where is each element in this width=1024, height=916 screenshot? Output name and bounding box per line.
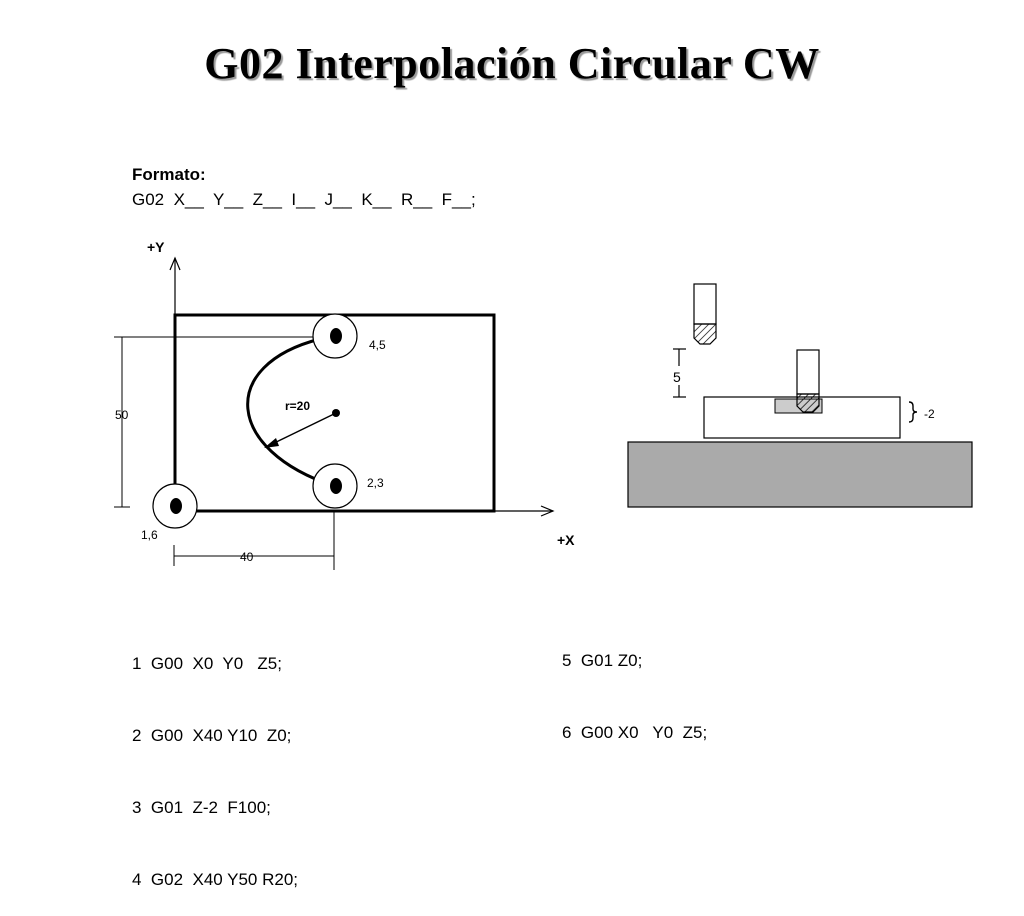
- tool-position-16: [152, 483, 198, 529]
- program-line: 1 G00 X0 Y0 Z5;: [132, 654, 282, 673]
- point-label-16: 1,6: [141, 528, 158, 542]
- x-axis-arrowhead: [540, 505, 555, 517]
- dim-50-label: 50: [115, 408, 129, 422]
- depth-brace: [908, 401, 918, 423]
- x-axis-label: +X: [557, 532, 575, 548]
- machine-table: [627, 441, 973, 508]
- cw-arc-path: [246, 337, 335, 488]
- program-line: 5 G01 Z0;: [562, 651, 643, 670]
- radius-label: r=20: [285, 399, 310, 413]
- format-label: Formato:: [132, 165, 206, 184]
- tool-raised: [693, 283, 717, 345]
- program-listing-right: 5 G01 Z0; 6 G00 X0 Y0 Z5;: [562, 601, 707, 769]
- program-line: 3 G01 Z-2 F100;: [132, 798, 271, 817]
- program-line: 4 G02 X40 Y50 R20;: [132, 870, 299, 889]
- tool-position-45: [312, 313, 358, 359]
- program-line: 2 G00 X40 Y10 Z0;: [132, 726, 292, 745]
- depth-label: -2: [924, 407, 935, 421]
- point-label-23: 2,3: [367, 476, 384, 490]
- program-line: 6 G00 X0 Y0 Z5;: [562, 723, 708, 742]
- dim-5-label: 5: [673, 369, 681, 385]
- dim-40-label: 40: [240, 550, 254, 564]
- format-syntax: G02 X__ Y__ Z__ I__ J__ K__ R__ F__;: [132, 190, 476, 209]
- radius-line: [265, 412, 337, 448]
- program-listing-left: 1 G00 X0 Y0 Z5; 2 G00 X40 Y10 Z0; 3 G01 …: [132, 604, 298, 916]
- y-axis-arrowhead: [169, 256, 181, 271]
- tool-position-23: [312, 463, 358, 509]
- tool-cutting: [796, 349, 820, 413]
- y-axis-label: +Y: [147, 239, 165, 255]
- diagram: +Y +X 50 40 r=20 4,5: [114, 239, 973, 570]
- side-view: 5 -2: [627, 283, 973, 508]
- radius-arrowhead: [264, 438, 279, 448]
- top-view: +Y +X 50 40 r=20 4,5: [114, 239, 575, 570]
- page-title: G02 Interpolación Circular CW: [204, 39, 820, 88]
- point-label-45: 4,5: [369, 338, 386, 352]
